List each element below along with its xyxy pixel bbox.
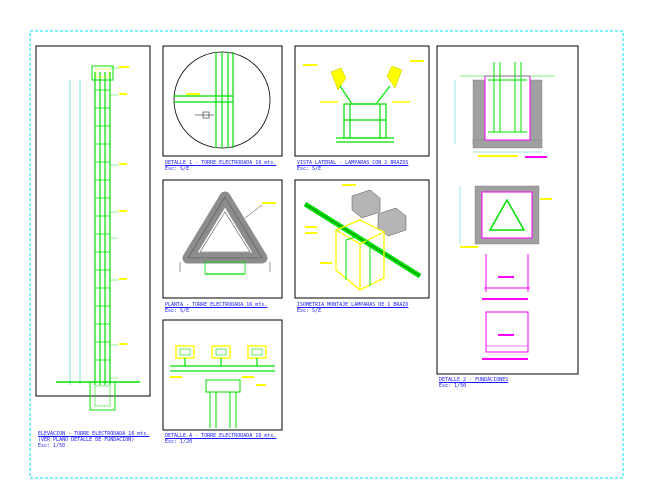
caption-isometrica-scale: Esc: S/E — [297, 308, 322, 314]
panel-vista-lateral — [294, 45, 430, 157]
caption-detalle1-title: DETALLE 1 - TORRE ELECTRODADA 16 mts. — [165, 160, 277, 166]
panel-detalle2-frame — [436, 45, 579, 375]
sheet-border — [29, 30, 624, 479]
iso-lamps — [351, 189, 407, 237]
panel-detalle2 — [436, 45, 579, 375]
panel-planta — [162, 179, 283, 299]
caption-elevacion-title: ELEVACION - TORRE ELECTRODADA 16 mts. — [38, 431, 150, 437]
caption-vista-lateral-title: VISTA LATERAL - LAMPARAS CON 2 BRAZOS — [297, 160, 409, 166]
side-lamps — [330, 65, 403, 91]
caption-isometrica-title: ISOMETRIA MONTAJE LAMPARAS DE 1 BRAZO — [297, 302, 409, 308]
caption-detalle2-scale: Esc: 1/50 — [439, 383, 467, 389]
caption-detalle2-title: DETALLE 2 - FUNDACIONES — [439, 377, 509, 383]
tower-mast — [94, 72, 111, 385]
caption-planta: PLANTA - TORRE ELECTRODADA 16 mts. Esc: … — [165, 302, 267, 314]
tower-rungs — [95, 89, 110, 361]
caption-detalle2: DETALLE 2 - FUNDACIONES Esc: 1/50 — [439, 377, 508, 389]
panel-planta-frame — [162, 179, 283, 299]
caption-isometrica: ISOMETRIA MONTAJE LAMPARAS DE 1 BRAZO Es… — [297, 302, 408, 314]
panel-detalleA — [162, 319, 283, 431]
panel-detalle1 — [162, 45, 283, 157]
caption-planta-title: PLANTA - TORRE ELECTRODADA 16 mts. — [165, 302, 268, 308]
caption-detalle1: DETALLE 1 - TORRE ELECTRODADA 16 mts. Es… — [165, 160, 276, 172]
tower-top-head — [91, 65, 114, 81]
caption-vista-lateral-scale: Esc: S/E — [297, 166, 322, 172]
panel-elevacion-frame — [35, 45, 151, 397]
panel-detalle1-frame — [162, 45, 283, 157]
foundation-rebar-1 — [482, 254, 530, 300]
foundation-rebar-2 — [482, 311, 529, 360]
tower-plan-triangle — [182, 191, 268, 264]
caption-detalleA-title: DETALLE A - TORRE ELECTRODADA 16 mts. — [165, 433, 277, 439]
caption-detalle1-scale: Esc: S/E — [165, 166, 190, 172]
caption-detalleA: DETALLE A - TORRE ELECTRODADA 16 mts. Es… — [165, 433, 276, 445]
elevation-annotations — [110, 67, 122, 379]
caption-planta-scale: Esc: S/E — [165, 308, 190, 314]
caption-elevacion-scale: Esc: 1/50 — [38, 443, 66, 449]
panel-elevacion — [35, 45, 151, 411]
foundation-plan — [459, 185, 552, 248]
foundation-section — [454, 62, 555, 158]
caption-elevacion: ELEVACION - TORRE ELECTRODADA 16 mts. (V… — [38, 431, 149, 449]
lamp-heads — [175, 345, 267, 359]
elevation-foundation — [89, 381, 116, 411]
panel-isometrica-frame — [294, 179, 430, 299]
caption-elevacion-note: (VER PLANO DETALLE DE FUNDACION) — [38, 437, 135, 443]
caption-vista-lateral: VISTA LATERAL - LAMPARAS CON 2 BRAZOS Es… — [297, 160, 408, 172]
panel-isometrica — [294, 179, 430, 299]
caption-detalleA-scale: Esc: 1/20 — [165, 439, 193, 445]
panel-detalleA-frame — [162, 319, 283, 431]
panel-vista-lateral-frame — [294, 45, 430, 157]
